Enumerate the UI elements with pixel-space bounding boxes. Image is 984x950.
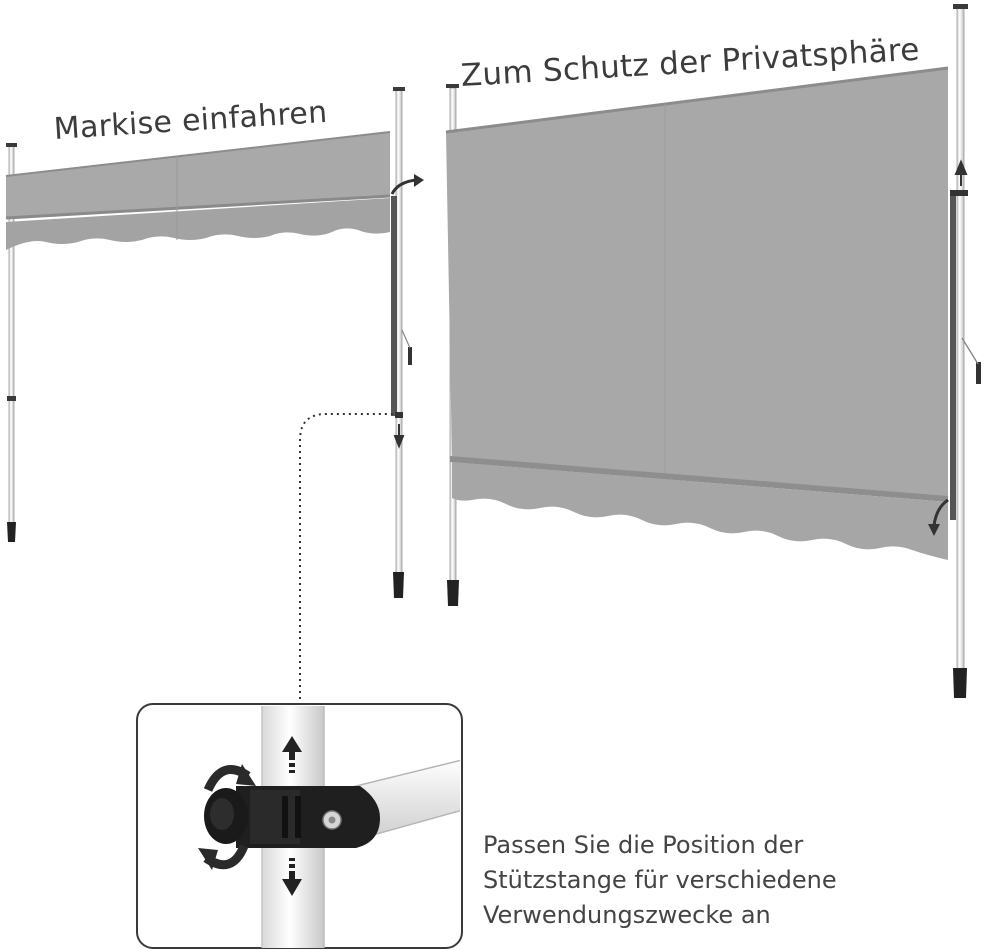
connector-dotted-line bbox=[299, 413, 395, 705]
caption-line: Passen Sie die Position der bbox=[483, 831, 804, 859]
caption-line: Verwendungszwecke an bbox=[483, 901, 771, 929]
right-awning bbox=[445, 4, 981, 698]
arrow-up-icon bbox=[954, 159, 968, 186]
detail-inset bbox=[136, 703, 463, 949]
arrow-down-icon bbox=[282, 858, 302, 896]
right-pole-right bbox=[956, 7, 965, 689]
left-awning bbox=[5, 87, 424, 598]
curved-arrow-icon bbox=[390, 178, 417, 195]
arrow-up-icon bbox=[282, 736, 302, 773]
curved-arrow-icon bbox=[932, 498, 949, 527]
rotate-icon bbox=[198, 764, 256, 870]
caption-line: Stützstange für verschiedene bbox=[483, 866, 837, 894]
arrow-down-icon bbox=[393, 424, 405, 449]
caption-text: Passen Sie die Position der Stützstange … bbox=[483, 828, 963, 933]
